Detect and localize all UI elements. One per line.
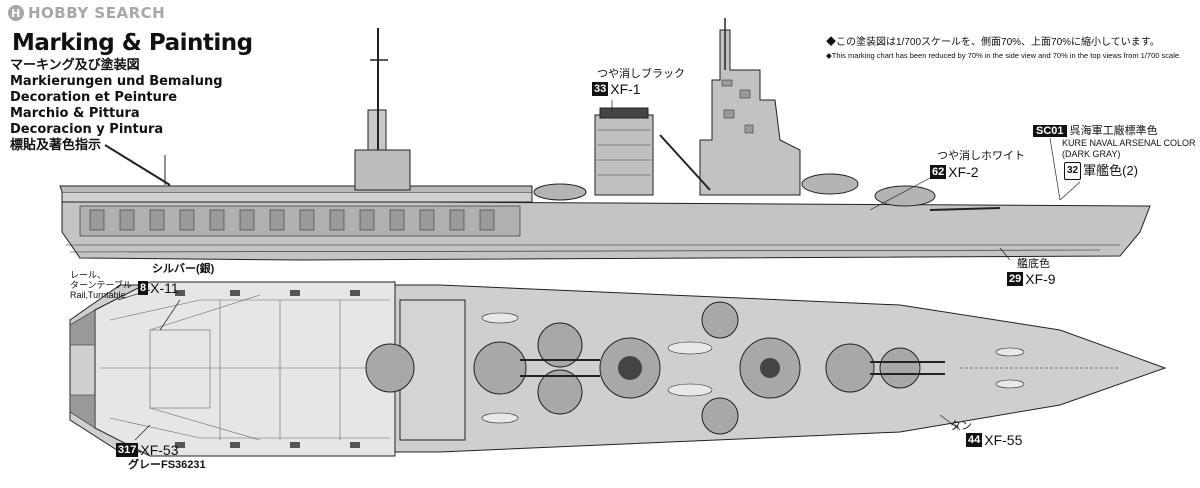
flat-black-label: つや消しブラック [597, 68, 685, 80]
flat-black-code: 33 XF-1 [592, 81, 641, 97]
tan-num: 44 [966, 433, 983, 447]
flat-white-code: 62 XF-2 [930, 164, 979, 180]
note-en: ◆This marking chart has been reduced by … [826, 51, 1182, 60]
hull-red-num: 29 [1007, 272, 1024, 286]
page-title: Marking & Painting [12, 30, 253, 56]
kure-label-en: KURE NAVAL ARSENAL COLOR [1062, 138, 1196, 148]
hull-red-label: 艦底色 [1017, 258, 1050, 270]
kure-label: SC01 呉海軍工廠標準色 [1033, 125, 1158, 137]
watermark-text: HOBBY SEARCH [28, 4, 166, 22]
gunkan-num: 32 [1064, 162, 1082, 180]
flat-white-num: 62 [930, 165, 947, 179]
flat-black-num: 33 [592, 82, 609, 96]
kure-label-en2: (DARK GRAY) [1062, 149, 1121, 159]
flat-white-label: つや消しホワイト [937, 150, 1025, 162]
note-jp: ◆この塗装図は1/700スケールを、側面70%、上面70%に縮小しています。 [826, 37, 1160, 48]
subtitle-cn: 標貼及著色指示 [10, 138, 102, 153]
scale-notes: ◆この塗装図は1/700スケールを、側面70%、上面70%に縮小しています。 ◆… [826, 36, 1181, 62]
tan-label: タン [950, 420, 972, 432]
top-flight-deck [94, 281, 396, 457]
grey-code: 317 XF-53 [116, 442, 179, 458]
subtitle-jp: マーキング及び塗装図 [10, 58, 140, 73]
subtitle-es: Decoracion y Pintura [10, 122, 164, 137]
side-pagoda [699, 29, 801, 196]
silver-num: 8 [138, 281, 149, 295]
side-aft-island [354, 149, 411, 191]
watermark: H HOBBY SEARCH [8, 4, 165, 22]
gunkan-color: 32 軍艦色(2) [1064, 162, 1138, 180]
silver-label: シルバー(銀) [152, 263, 215, 275]
top-view [69, 281, 1167, 457]
subtitle-list: マーキング及び塗装図 Markierungen und Bemalung Dec… [10, 58, 223, 154]
silver-code: 8 X-11 [138, 280, 179, 296]
subtitle-fr: Decoration et Peinture [10, 90, 178, 105]
subtitle-de: Markierungen und Bemalung [10, 74, 223, 89]
side-funnel [594, 114, 654, 196]
subtitle-it: Marchio & Pittura [10, 106, 140, 121]
hull-red-code: 29 XF-9 [1007, 271, 1056, 287]
tan-code: 44 XF-55 [966, 432, 1023, 448]
sc01-badge: SC01 [1033, 125, 1067, 137]
side-view [59, 18, 1151, 261]
hobby-search-logo-icon: H [8, 5, 24, 21]
rail-label: レール、 ターンテーブル Rail,Turntable [70, 270, 133, 300]
grey-num: 317 [116, 443, 139, 457]
side-flight-deck [61, 191, 533, 203]
grey-label: グレーFS36231 [128, 459, 206, 471]
